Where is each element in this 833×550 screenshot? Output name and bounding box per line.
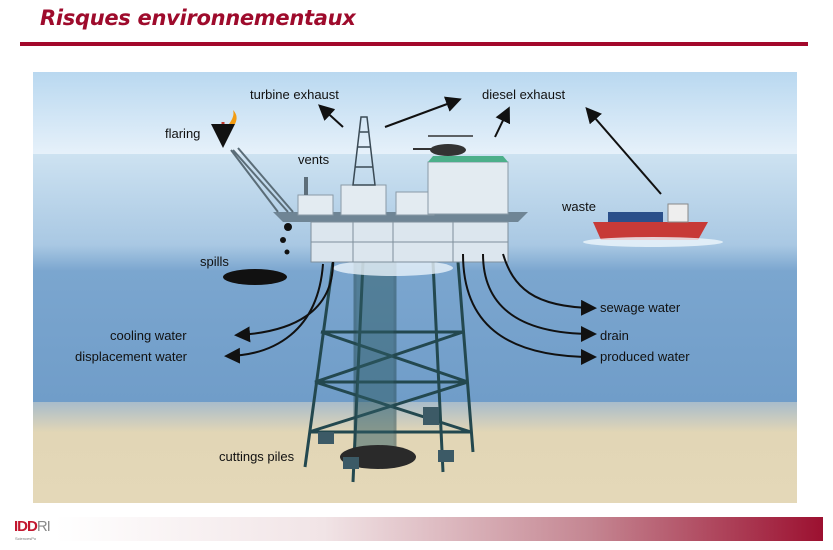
- surface-foam: [333, 260, 453, 276]
- sky: [33, 72, 797, 154]
- supply-vessel: [583, 203, 723, 247]
- oil-spill: [223, 223, 292, 285]
- iddri-logo: IDDRI: [14, 518, 51, 535]
- logo-grey-part: RI: [36, 518, 51, 535]
- label-vents: vents: [298, 152, 330, 167]
- label-drain: drain: [600, 328, 629, 343]
- label-diesel-exhaust: diesel exhaust: [482, 87, 565, 102]
- helicopter: [413, 135, 473, 156]
- emission-arrows: [224, 96, 662, 365]
- title-divider: [20, 42, 808, 46]
- label-spills: spills: [200, 254, 229, 269]
- label-produced-water: produced water: [600, 349, 690, 364]
- platform-topsides: [211, 110, 528, 263]
- label-turbine-exhaust: turbine exhaust: [250, 87, 339, 102]
- label-cooling-water: cooling water: [110, 328, 187, 343]
- slide-title: Risques environnementaux: [40, 6, 356, 30]
- footer-gradient-bar: [55, 517, 823, 541]
- label-displacement-water: displacement water: [75, 349, 188, 364]
- logo-red-part: IDD: [14, 518, 38, 535]
- label-flaring: flaring: [165, 126, 200, 141]
- seabed: [33, 402, 797, 503]
- logo-subtitle: SciencesPo: [15, 536, 37, 541]
- diagram-labels: turbine exhaust diesel exhaust flaring v…: [75, 87, 690, 464]
- label-sewage-water: sewage water: [600, 300, 681, 315]
- cuttings-piles: [318, 407, 454, 469]
- label-cuttings-piles: cuttings piles: [219, 449, 295, 464]
- offshore-platform-diagram: turbine exhaust diesel exhaust flaring v…: [33, 72, 797, 503]
- label-waste: waste: [561, 199, 596, 214]
